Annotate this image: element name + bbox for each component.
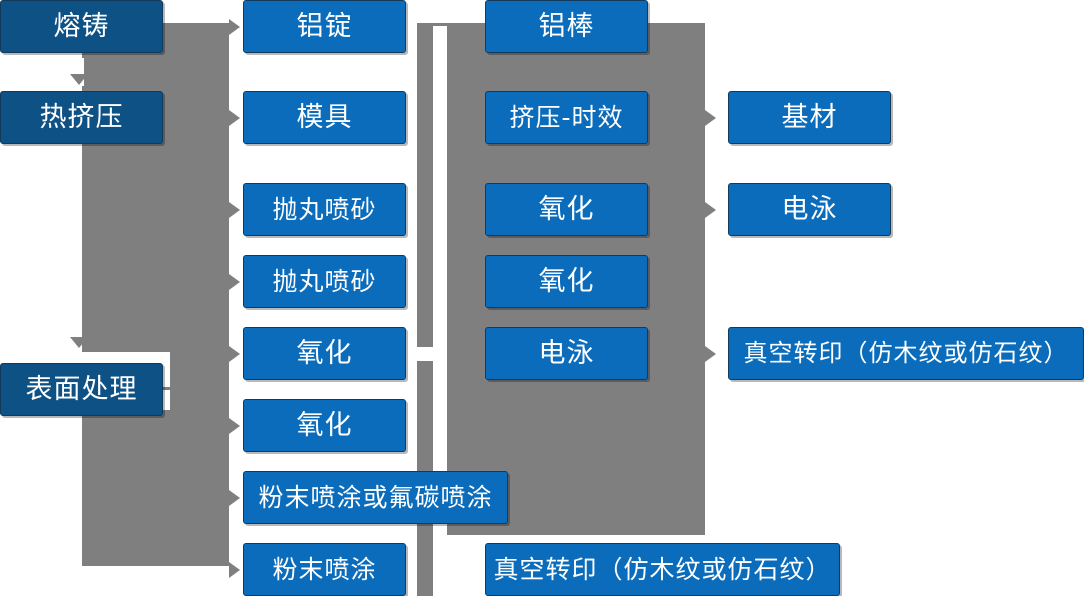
arrow-to-c2n3 <box>229 202 240 218</box>
arrow-to-c2n5 <box>229 346 240 362</box>
bracket-tick-4 <box>433 233 447 280</box>
connector-bar-operation-to-treatment <box>417 23 433 596</box>
arrow-to-c4n2 <box>705 202 716 218</box>
node-oxidation-c3-2[interactable]: 氧化 <box>485 255 648 308</box>
node-electrophoresis-c4[interactable]: 电泳 <box>728 183 891 236</box>
arrow-to-c2n6 <box>229 418 240 434</box>
arrow-to-c2n1 <box>229 19 240 35</box>
node-shot-blasting-2[interactable]: 抛丸喷砂 <box>243 255 406 308</box>
node-oxidation-c2-1[interactable]: 氧化 <box>243 327 406 380</box>
bracket-tick-3 <box>433 183 447 230</box>
node-extrusion-aging[interactable]: 挤压-时效 <box>485 91 648 144</box>
arrow-to-c2n8 <box>229 562 240 578</box>
node-melt-casting[interactable]: 熔铸 <box>0 0 163 53</box>
arrow-to-c4n3 <box>705 346 716 362</box>
node-electrophoresis-c3[interactable]: 电泳 <box>485 327 648 380</box>
arrow-to-c2n7 <box>229 490 240 506</box>
node-mold[interactable]: 模具 <box>243 91 406 144</box>
bracket-tick-5 <box>433 283 447 344</box>
node-base-material[interactable]: 基材 <box>728 91 891 144</box>
arrow-to-c2n2 <box>229 110 240 126</box>
bracket-tick-8 <box>433 569 447 596</box>
node-vacuum-transfer-printing-c4[interactable]: 真空转印（仿木纹或仿石纹） <box>728 327 1084 380</box>
arrow-to-c4n1 <box>705 110 716 126</box>
connector-band-lower <box>170 352 229 566</box>
node-aluminum-bar[interactable]: 铝棒 <box>485 0 648 53</box>
node-shot-blasting-1[interactable]: 抛丸喷砂 <box>243 183 406 236</box>
arrow-to-c2n4 <box>229 274 240 290</box>
bracket-tick-6 <box>417 347 447 361</box>
node-aluminum-ingot[interactable]: 铝锭 <box>243 0 406 53</box>
node-oxidation-c2-2[interactable]: 氧化 <box>243 399 406 452</box>
bracket-tick-2 <box>433 116 447 180</box>
arrow-down-melt-to-extrude <box>70 74 88 85</box>
bracket-tick-1 <box>433 26 447 113</box>
node-powder-coating[interactable]: 粉末喷涂 <box>243 543 406 596</box>
connector-bracket-top <box>433 23 447 26</box>
node-vacuum-transfer-printing-c3[interactable]: 真空转印（仿木纹或仿石纹） <box>485 543 840 596</box>
node-powder-or-fluorocarbon-coating[interactable]: 粉末喷涂或氟碳喷涂 <box>243 471 508 524</box>
node-surface-treatment[interactable]: 表面处理 <box>0 363 163 416</box>
node-oxidation-c3-1[interactable]: 氧化 <box>485 183 648 236</box>
node-hot-extrusion[interactable]: 热挤压 <box>0 91 163 144</box>
arrow-down-extrude-to-surface <box>70 337 88 348</box>
